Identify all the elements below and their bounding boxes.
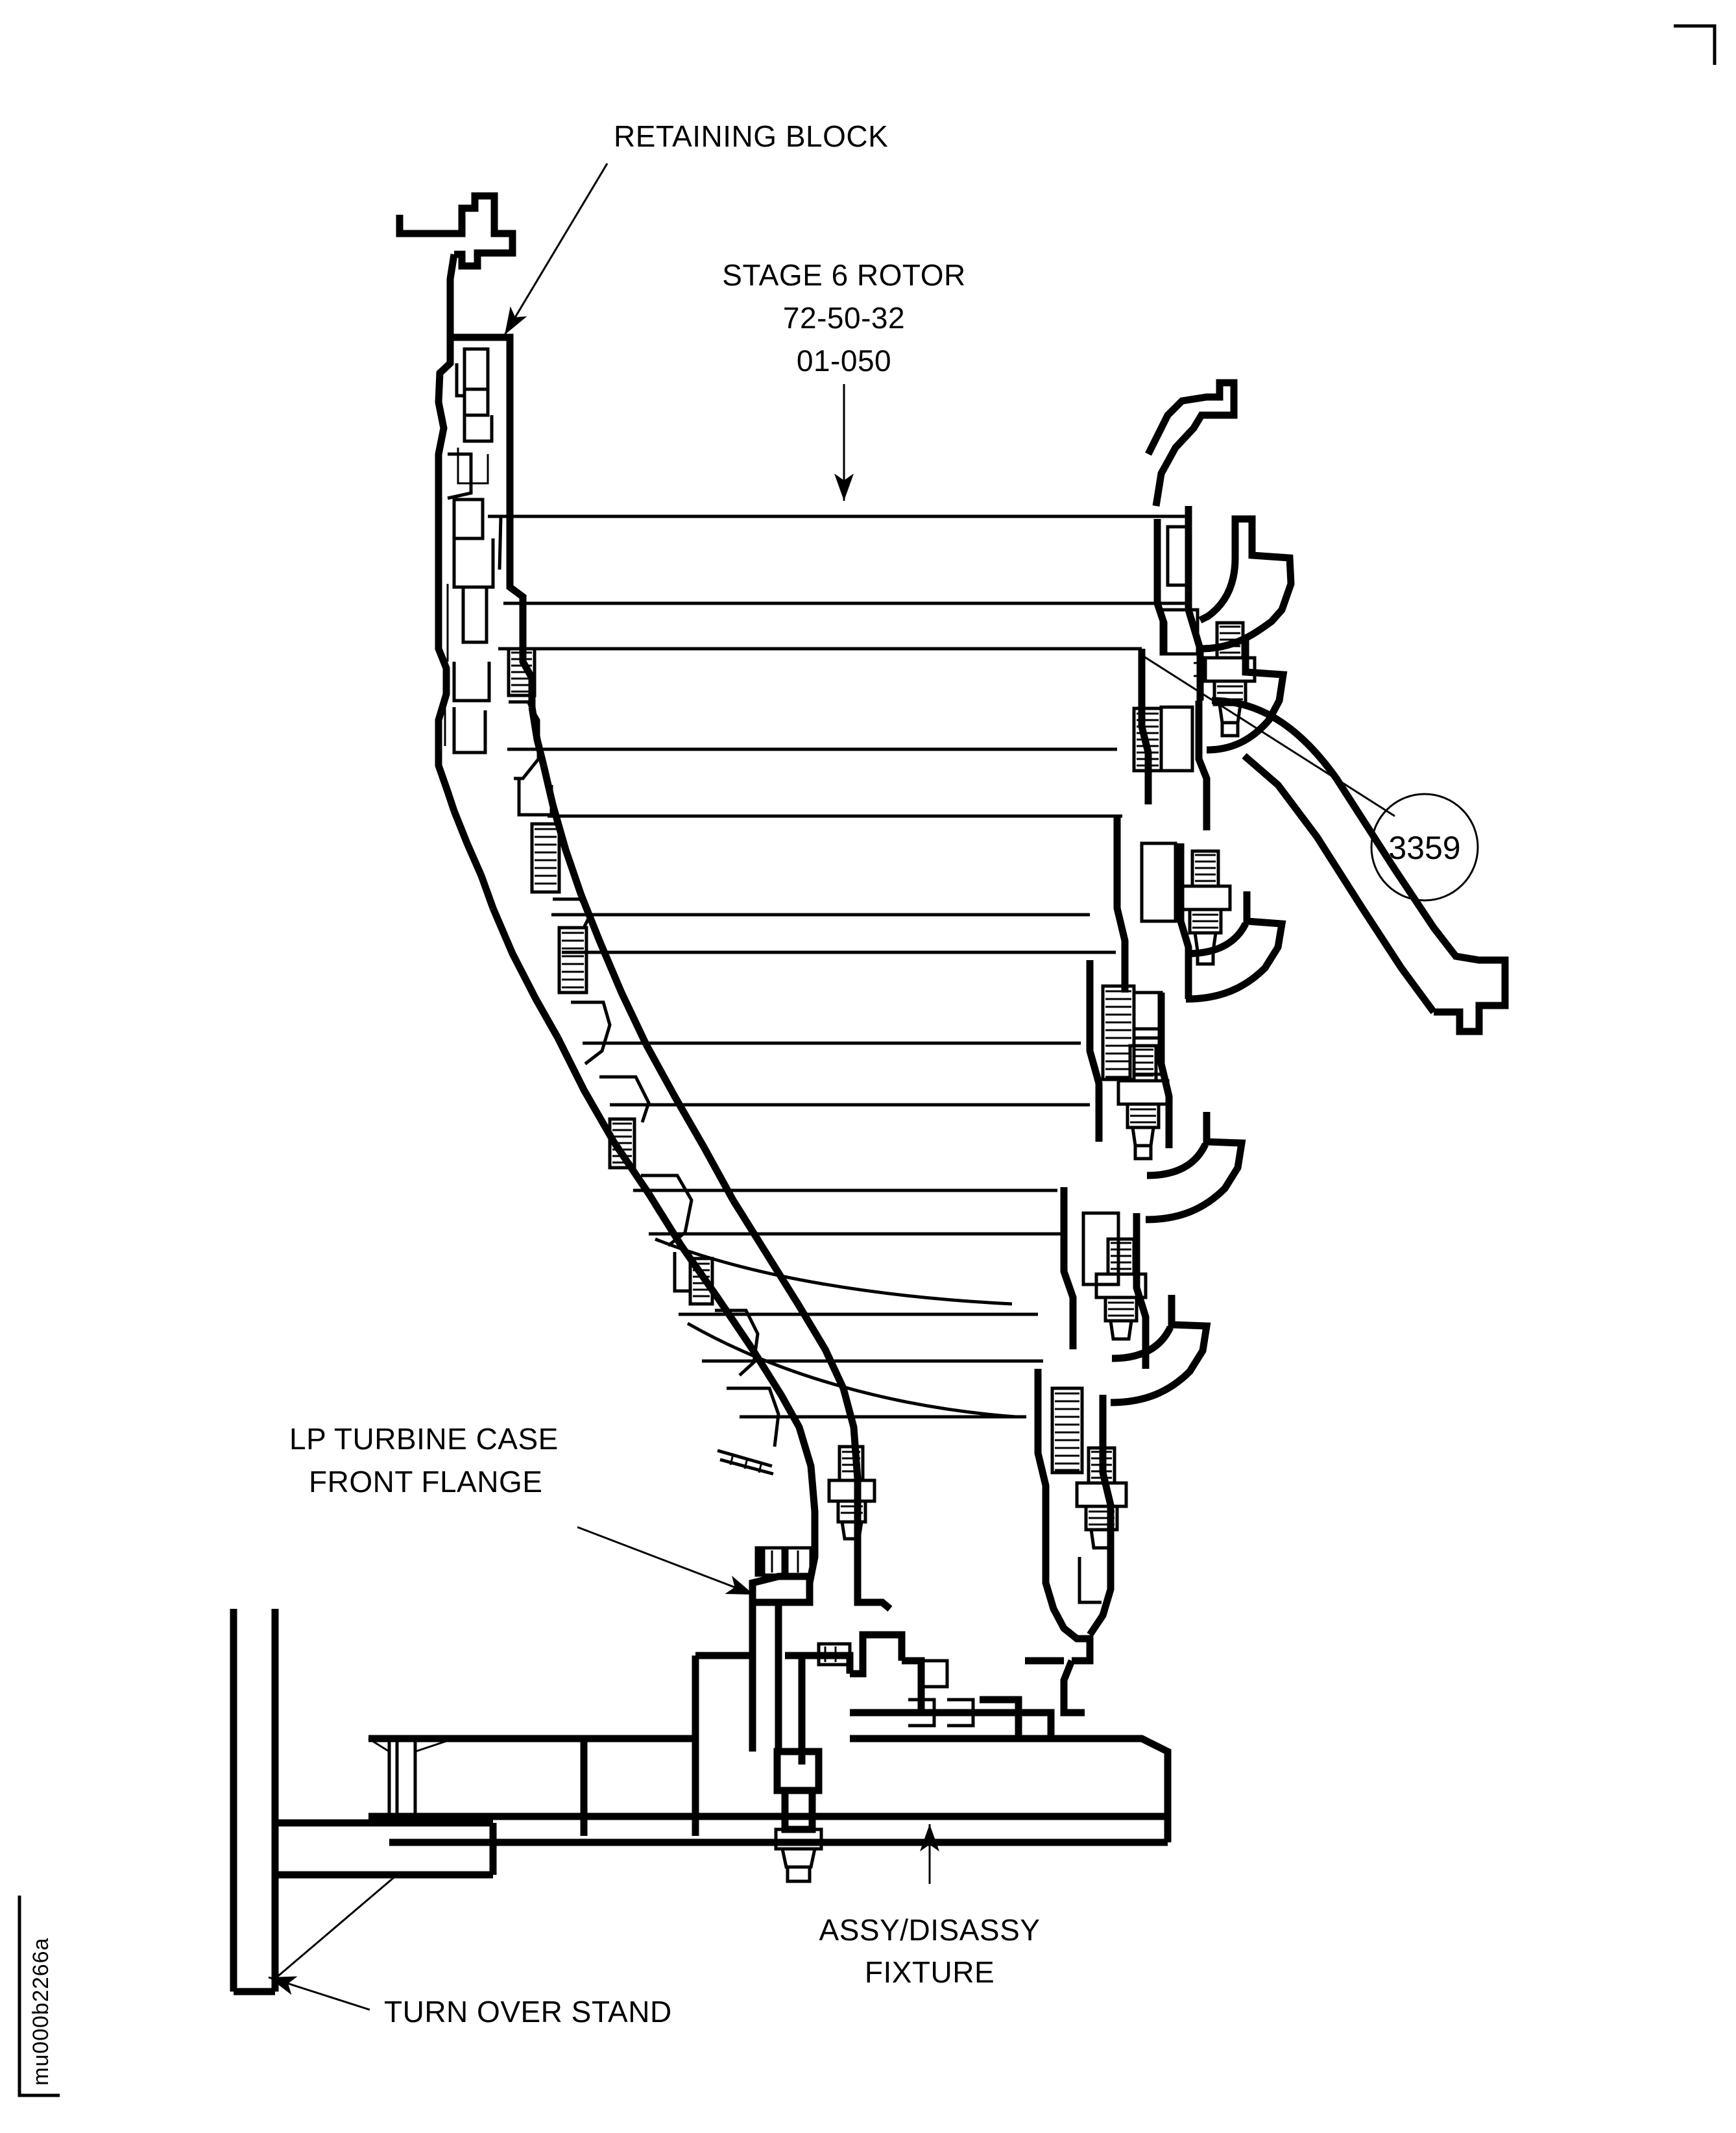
lp-case-front-flange [749, 1546, 893, 1752]
bolt-assembly-2 [1179, 849, 1232, 966]
label-lp-turbine-case-line1: LP TURBINE CASE [289, 1422, 559, 1456]
leader-retaining-block [503, 163, 609, 335]
seal-block-4 [608, 1117, 636, 1170]
seal-teeth-disk6 [1050, 1386, 1084, 1475]
label-assy-disassy-line1: ASSY/DISASSY [819, 1913, 1041, 1947]
figure-id-text: mu000b2266a [29, 1938, 53, 2086]
registration-mark-bottom-left [18, 1896, 60, 2097]
assy-disassy-fixture [368, 1631, 1172, 1883]
registration-mark-top-right [1674, 24, 1717, 65]
label-stage6-rotor-title: STAGE 6 ROTOR [722, 258, 965, 292]
label-lp-turbine-case-line2: FRONT FLANGE [309, 1465, 542, 1499]
seal-teeth-disk2 [1132, 706, 1163, 773]
callout-3359-circle [1370, 793, 1479, 902]
bolt-assembly-1 [1194, 621, 1257, 738]
lp-turbine-assembly [396, 192, 1509, 1752]
seal-block-3 [557, 926, 588, 994]
callout-3359[interactable]: 3359 [1141, 654, 1479, 902]
rotor-right-structures [1110, 379, 1509, 1406]
seal-teeth-details [507, 647, 780, 1447]
leader-lp-turbine-case [577, 1526, 754, 1596]
bolt-assembly-3 [1116, 1044, 1170, 1161]
leader-turn-over-stand [268, 1976, 370, 2011]
seal-block-5 [688, 1257, 714, 1306]
bolt-assembly-4 [1094, 1237, 1148, 1341]
rotor-blade-rows [488, 514, 1188, 1419]
seal-block-2 [530, 822, 561, 894]
callout-3359-value: 3359 [1388, 830, 1460, 866]
turbine-tail-section [1042, 1537, 1115, 1717]
label-retaining-block: RETAINING BLOCK [614, 119, 888, 153]
turn-over-stand [230, 1609, 497, 1995]
retaining-block-structure [396, 192, 516, 754]
bolt-assembly-5 [1075, 1446, 1128, 1550]
label-stage6-rotor-code1: 72-50-32 [783, 301, 905, 335]
case-left-wall [435, 538, 862, 1584]
bolt-assembly-left-flange [717, 1445, 876, 1541]
label-stage6-rotor-code2: 01-050 [797, 344, 891, 378]
label-turn-over-stand: TURN OVER STAND [384, 1995, 672, 2029]
figure-id: mu000b2266a [29, 1938, 53, 2086]
label-assy-disassy-line2: FIXTURE [865, 1955, 995, 1989]
